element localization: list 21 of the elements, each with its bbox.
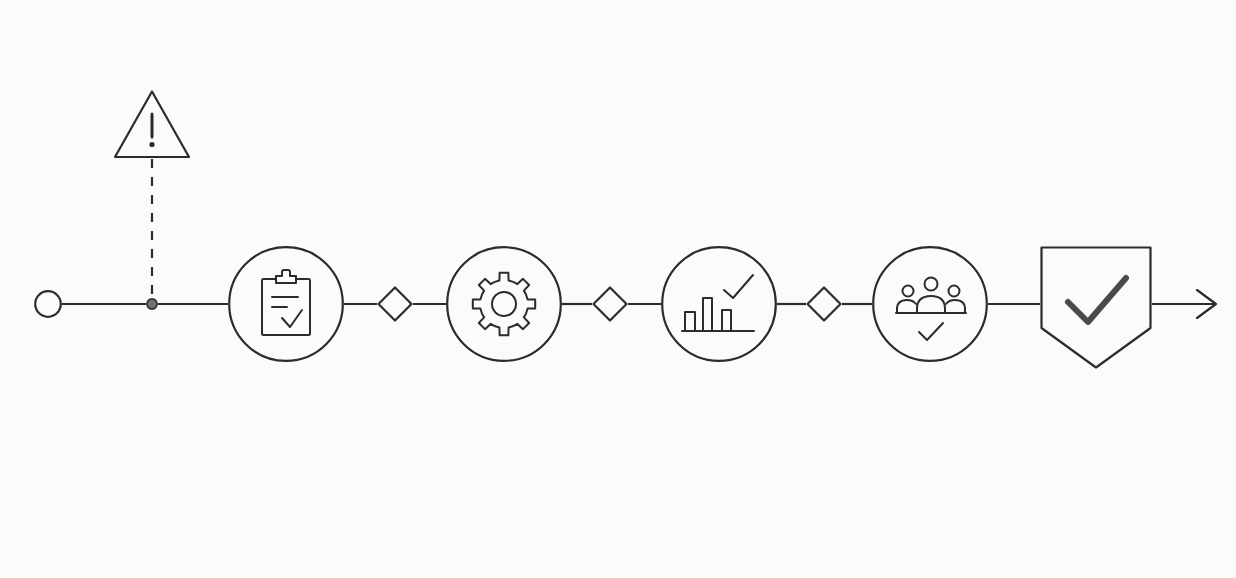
connector-line — [62, 302, 146, 306]
connector-line — [562, 302, 592, 306]
step-circle — [446, 246, 562, 362]
warning-triangle — [113, 89, 191, 159]
step-circle — [228, 246, 344, 362]
decision-diamond — [377, 286, 413, 322]
step-circle — [872, 246, 988, 362]
connector-line — [777, 302, 806, 306]
step-circle — [661, 246, 777, 362]
arrow — [1152, 288, 1218, 320]
connector-line — [413, 302, 446, 306]
connector-line — [842, 302, 872, 306]
connector-line — [628, 302, 661, 306]
decision-diamond — [806, 286, 842, 322]
junction-dot — [146, 298, 158, 310]
start-circle — [34, 290, 62, 318]
connector-line — [988, 302, 1040, 306]
shield-shape — [1040, 246, 1152, 369]
connector-line — [158, 302, 228, 306]
decision-diamond — [592, 286, 628, 322]
connector-line — [344, 302, 377, 306]
